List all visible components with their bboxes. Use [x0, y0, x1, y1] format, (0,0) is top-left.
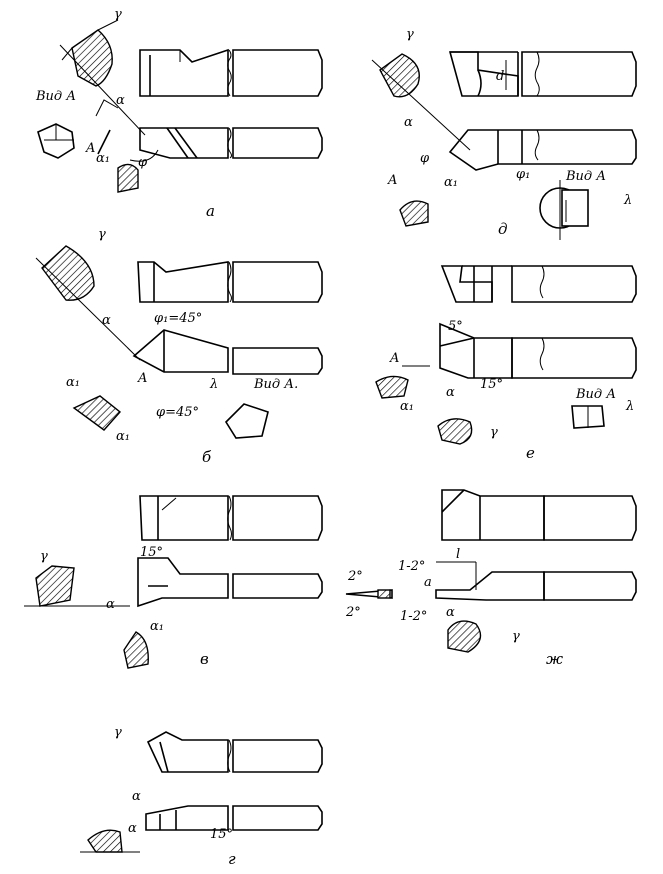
label-arrow-e: A — [389, 351, 399, 366]
label-phi1-45: φ₁=45° — [154, 311, 202, 326]
label-phi-d: φ — [420, 151, 430, 166]
figure-g: γ α α 15° г — [80, 725, 323, 868]
caption-zh: ж — [546, 650, 563, 668]
section-zh-small — [345, 589, 393, 599]
tool-v-top-view — [139, 495, 323, 541]
label-15deg-e: 15° — [480, 377, 503, 392]
section-d-main — [371, 53, 471, 151]
label-alpha1-b-top: α₁ — [66, 375, 80, 390]
label-lambda-e: λ — [625, 399, 634, 414]
view-a-detail-b — [224, 403, 269, 439]
label-arrow-a: A — [85, 141, 95, 156]
tool-zh-top-view — [441, 489, 637, 541]
label-gamma-zh: γ — [512, 629, 520, 644]
label-1-2deg-bottom: 1-2° — [400, 609, 427, 624]
section-g-left — [80, 829, 140, 853]
section-v-bottom — [123, 631, 149, 669]
figure-v: γ α 15° α₁ в — [24, 495, 323, 669]
label-15deg-g: 15° — [210, 827, 233, 842]
tool-a-top-view — [139, 48, 323, 97]
view-a-detail-d — [539, 180, 589, 240]
label-phi1-d: φ₁ — [516, 167, 530, 182]
label-lambda-d: λ — [623, 193, 632, 208]
section-a-small — [117, 163, 139, 193]
figure-a: γ α φ α₁ A Вид А а — [35, 7, 323, 220]
label-phi-a: φ — [138, 155, 148, 170]
label-view-a-e: Вид А — [575, 387, 616, 402]
label-dim-d: d — [496, 69, 504, 84]
tool-g-top-view — [146, 731, 323, 773]
label-alpha1-d: α₁ — [444, 175, 458, 190]
tool-b-front-view — [132, 329, 323, 375]
section-d-small — [399, 200, 429, 227]
label-l-zh: l — [456, 547, 460, 562]
tool-g-front-view — [145, 805, 323, 831]
label-alpha1-b-bottom: α₁ — [116, 429, 130, 444]
figure-e: 5° A 15° α α₁ γ Вид А λ е — [375, 265, 637, 462]
label-view-a: Вид А — [35, 89, 76, 104]
label-alpha-a: α — [116, 93, 125, 108]
section-e-left — [375, 375, 409, 399]
tool-d-front-view — [448, 129, 637, 171]
label-alpha1-e: α₁ — [400, 399, 414, 414]
section-a-main — [59, 19, 146, 136]
label-view-a-b: Вид А. — [253, 377, 298, 392]
label-phi-45: φ=45° — [156, 405, 199, 420]
label-gamma-d: γ — [406, 27, 414, 42]
label-alpha-v: α — [106, 597, 115, 612]
tool-zh-front-view — [435, 561, 637, 601]
label-alpha-g-bottom: α — [128, 821, 137, 836]
label-gamma-a: γ — [114, 7, 122, 22]
caption-a: а — [206, 202, 215, 220]
label-gamma-e: γ — [490, 425, 498, 440]
label-a-zh: a — [424, 575, 432, 590]
label-15deg-v: 15° — [140, 545, 163, 560]
caption-d: д — [498, 220, 508, 238]
view-a-detail-e — [571, 405, 605, 429]
label-1-2deg-top: 1-2° — [398, 559, 425, 574]
tool-d-top-view — [448, 51, 637, 97]
tool-e-top-view — [440, 265, 637, 303]
label-5deg-e: 5° — [448, 319, 463, 334]
label-alpha1-v: α₁ — [150, 619, 164, 634]
caption-b: б — [202, 448, 212, 466]
label-gamma-v: γ — [40, 549, 48, 564]
label-alpha-zh: α — [446, 605, 455, 620]
section-v-left — [24, 565, 130, 607]
figure-b: γ α φ₁=45° A φ=45° α₁ α₁ λ Вид А. б — [35, 227, 323, 466]
label-alpha-d: α — [404, 115, 413, 130]
tool-v-front-view — [137, 557, 323, 608]
label-gamma-b: γ — [98, 227, 106, 242]
caption-g: г — [228, 850, 236, 868]
label-gamma-g: γ — [114, 725, 122, 740]
section-zh-bottom — [447, 620, 482, 653]
section-b-small — [72, 395, 122, 431]
tool-e-front-view — [439, 322, 637, 379]
label-lambda-b: λ — [209, 377, 218, 392]
tool-a-front-view — [139, 127, 323, 159]
label-alpha-e: α — [446, 385, 455, 400]
caption-v: в — [200, 650, 209, 668]
label-view-a-d: Вид А — [565, 169, 606, 184]
section-b-main — [35, 245, 141, 361]
label-arrow-d: A — [387, 173, 397, 188]
figure-zh: a l 2° 2° 1-2° 1-2° α γ ж — [345, 489, 637, 668]
label-alpha1-a: α₁ — [96, 151, 110, 166]
label-alpha-g-top: α — [132, 789, 141, 804]
label-2deg-bottom: 2° — [345, 605, 361, 620]
figure-d: γ α d φ φ₁ α₁ A Вид А λ д — [371, 27, 637, 240]
caption-e: е — [526, 444, 535, 462]
label-2deg-top: 2° — [347, 569, 363, 584]
section-e-bottom — [437, 418, 473, 445]
view-a-detail — [37, 123, 75, 159]
label-arrow-b: A — [137, 371, 147, 386]
tool-b-top-view — [137, 261, 323, 303]
label-alpha-b: α — [102, 313, 111, 328]
